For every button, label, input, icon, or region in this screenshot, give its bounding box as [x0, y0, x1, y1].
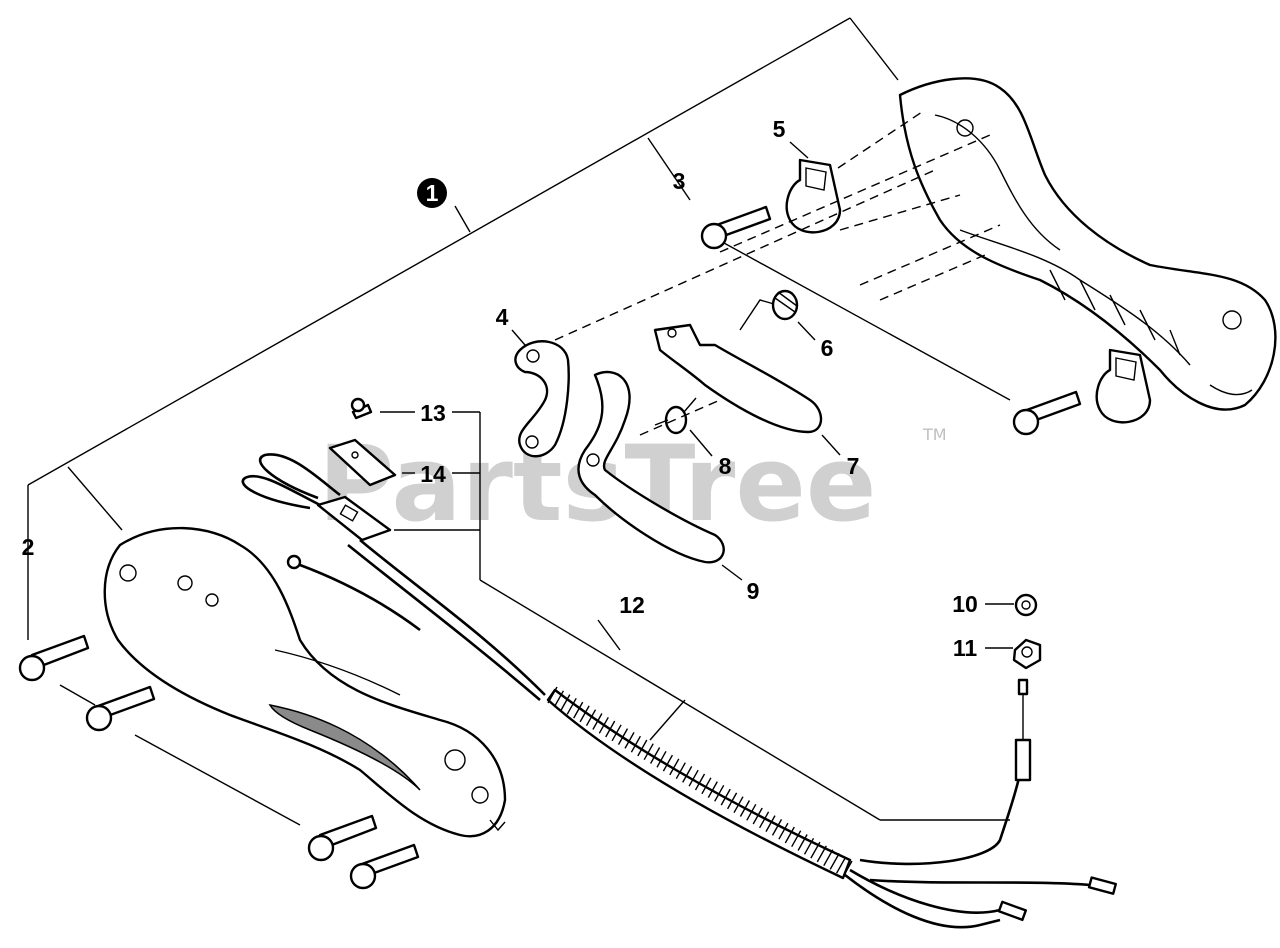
wire-harness-leaders — [380, 411, 1010, 821]
callout-14: 14 — [420, 461, 446, 487]
callout-10: 10 — [952, 591, 978, 617]
callout-13: 13 — [420, 400, 446, 426]
callout-4: 4 — [496, 304, 509, 330]
spring-6 — [739, 289, 799, 331]
screw-3b — [1012, 390, 1082, 436]
callout-5: 5 — [773, 116, 786, 142]
callout-11: 11 — [953, 635, 978, 661]
trigger-7 — [653, 323, 823, 434]
switch-plate-14 — [328, 438, 397, 487]
lever-4 — [514, 340, 570, 458]
part-leader-ticks — [511, 141, 841, 581]
dashed-alignment-lines — [554, 109, 1001, 436]
screw-2b — [85, 685, 156, 732]
callout-9: 9 — [747, 578, 760, 604]
clamp-5b — [1095, 348, 1152, 424]
nut-11 — [1012, 638, 1042, 670]
wire-harness — [241, 453, 546, 701]
screw-2c — [307, 814, 378, 862]
screw-13 — [350, 397, 373, 420]
upper-handle-half — [898, 77, 1277, 411]
callout-6: 6 — [821, 335, 834, 361]
screw-3a — [700, 205, 772, 250]
clamp-5a — [785, 158, 842, 234]
callout-8: 8 — [719, 453, 732, 479]
assembly-callout-number: 1 — [426, 180, 439, 206]
nut-10 — [1014, 593, 1038, 617]
callout-2: 2 — [22, 534, 35, 560]
stop-switch — [316, 495, 392, 542]
screw-2a — [18, 634, 90, 682]
throttle-cable-coil — [546, 678, 1117, 929]
trademark-mark: TM — [922, 425, 947, 444]
lever-9 — [577, 370, 725, 564]
callout-3: 3 — [673, 168, 686, 194]
assembly-leader-lines — [27, 17, 1011, 640]
callout-12: 12 — [619, 592, 645, 618]
callout-7: 7 — [847, 453, 860, 479]
lower-handle-half — [103, 526, 507, 838]
screw-2d — [349, 843, 420, 890]
assembly-callout-1: 1 — [417, 178, 447, 208]
